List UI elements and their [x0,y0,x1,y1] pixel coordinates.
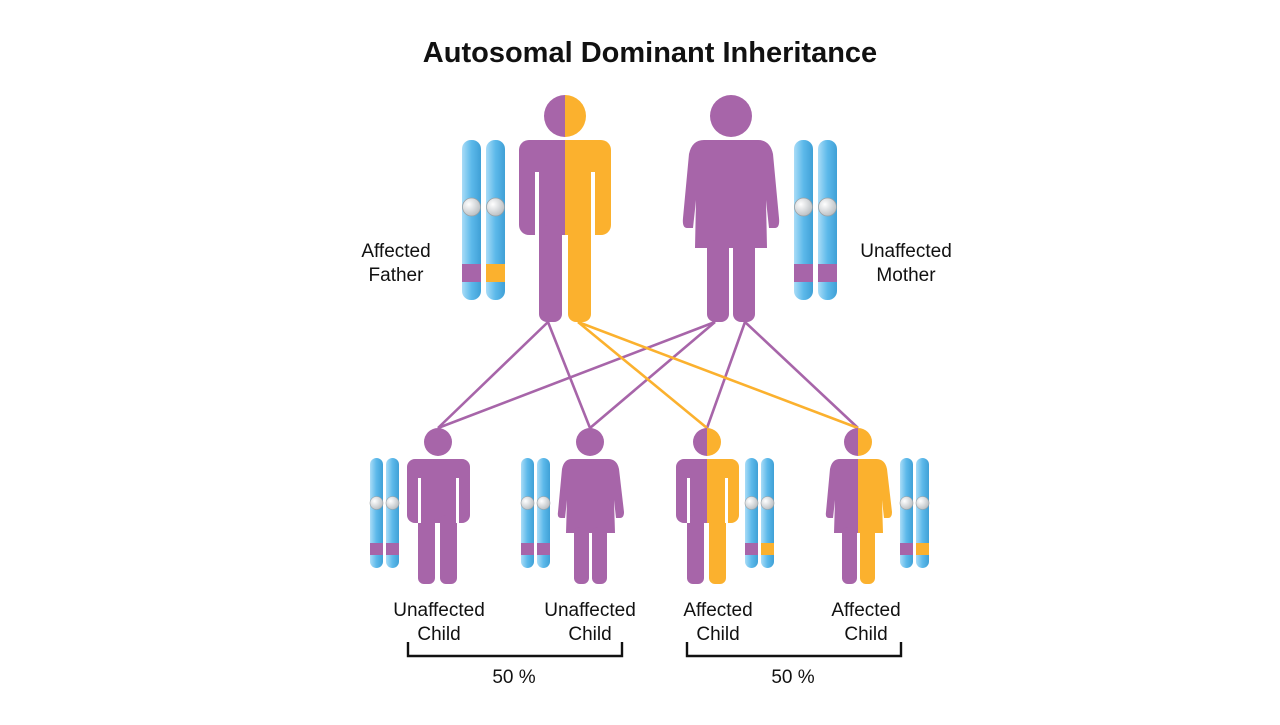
chromosome [915,458,930,568]
line-father-affected-to-child3 [577,320,708,430]
chromosome [385,458,400,568]
child-2-label-line1: Unaffected [544,600,636,621]
centromere [915,496,930,510]
child-2-label-line2: Child [568,624,611,645]
chromosome [899,458,914,568]
chromosome [536,458,551,568]
centromere [536,496,551,510]
child-1-chromosomes [369,458,400,568]
chromosome [818,140,837,300]
mother-figure [682,95,780,322]
child-4-chromosomes [899,458,930,568]
allele-band-normal [900,543,913,555]
allele-band-affected [916,543,929,555]
child-4-figure [825,428,892,584]
group-left-percentage: 50 % [492,667,535,688]
centromere [794,197,813,217]
child-3-figure [676,428,739,584]
allele-band-normal [794,264,813,282]
mother-label-line2: Mother [876,265,936,286]
child-4-affected-half [858,428,892,584]
diagram-title: Autosomal Dominant Inheritance [423,37,877,69]
inheritance-lines [437,320,859,430]
mother-label-line1: Unaffected [860,241,952,262]
chromosome [486,140,505,300]
child-1-label-line1: Unaffected [393,600,485,621]
allele-band-normal [818,264,837,282]
group-right-percentage: 50 % [771,667,814,688]
child-3-label-line1: Affected [683,600,752,621]
father-normal-half [519,95,565,322]
allele-band-normal [462,264,481,282]
chromosome [760,458,775,568]
line-mother-to-child2 [589,321,716,429]
child-4-label-line1: Affected [831,600,900,621]
child-2-figure [557,428,624,584]
father-figure [519,95,611,322]
mother-chromosomes [794,140,837,300]
child-4-normal-half [825,428,858,584]
child-3-normal-half [676,428,707,584]
allele-band-normal [521,543,534,555]
chromosome [520,458,535,568]
line-mother-to-child1 [437,320,716,430]
father-label-line1: Affected [361,241,430,262]
allele-band-normal [370,543,383,555]
line-father-normal-to-child1 [437,321,549,429]
centromere [385,496,400,510]
allele-band-affected [486,264,505,282]
centromere [462,197,481,217]
allele-band-normal [745,543,758,555]
centromere [818,197,837,217]
allele-band-affected [761,543,774,555]
child-3-label-line2: Child [696,624,739,645]
father-chromosomes [462,140,505,300]
child-4-label-line2: Child [844,624,887,645]
chromosome [794,140,813,300]
centromere [369,496,384,510]
centromere [520,496,535,510]
child-1-figure [407,428,470,584]
child-3-affected-half [707,428,739,584]
centromere [899,496,914,510]
child-2-chromosomes [520,458,551,568]
bracket-left [406,642,624,658]
line-father-normal-to-child2 [546,321,592,429]
chromosome [744,458,759,568]
father-affected-half [565,95,611,322]
line-father-affected-to-child4 [577,320,859,430]
bracket-right [685,642,903,658]
centromere [744,496,759,510]
chromosome [462,140,481,300]
chromosome [369,458,384,568]
line-mother-to-child3 [705,321,747,429]
allele-band-normal [537,543,550,555]
line-mother-to-child4 [744,321,859,429]
child-1-label-line2: Child [417,624,460,645]
centromere [760,496,775,510]
allele-band-normal [386,543,399,555]
father-label-line2: Father [369,265,425,286]
child-3-chromosomes [744,458,775,568]
centromere [486,197,505,217]
